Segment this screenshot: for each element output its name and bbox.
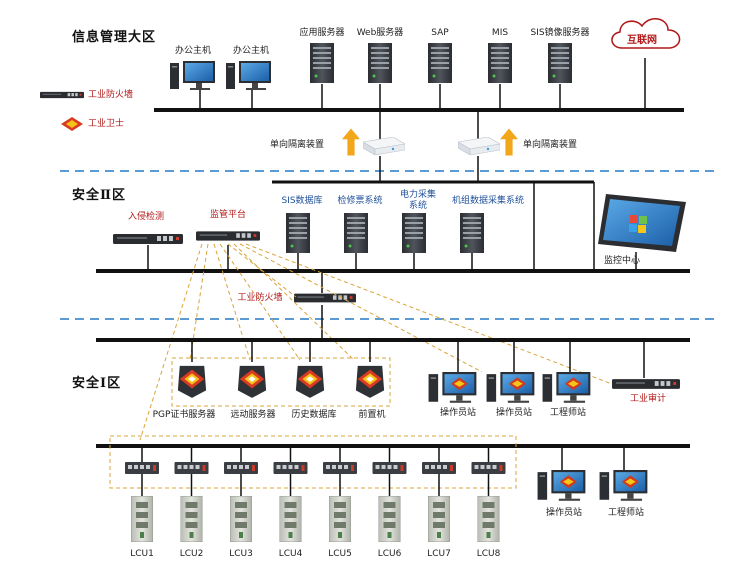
history-db-icon <box>295 365 325 398</box>
legend-firewall-icon <box>40 91 84 99</box>
unit-data-label: 机组数据采集系统 <box>451 196 525 206</box>
lcu-switch-6-icon <box>372 462 407 474</box>
internet-cloud-icon <box>611 18 681 49</box>
lcu-label-8: LCU8 <box>476 549 501 559</box>
app-server-label: 应用服务器 <box>299 28 345 38</box>
lcu-switch-7-icon <box>422 462 456 474</box>
power-collect-label: 电力采集系统 <box>399 190 436 211</box>
lcu-switch-1-icon <box>125 462 159 474</box>
industrial-audit-icon <box>612 379 680 389</box>
legend-firewall-label: 工业防火墙 <box>88 90 134 100</box>
zone-firewall-label: 工业防火墙 <box>237 293 283 303</box>
office-host-1-label: 办公主机 <box>174 46 212 56</box>
sap-server-label: SAP <box>431 28 449 38</box>
lcu-cabinet-4-icon <box>279 496 302 542</box>
lcu-cabinet-2-icon <box>180 496 203 542</box>
lcu-switch-8-icon <box>471 462 506 474</box>
legend-guard-label: 工业卫士 <box>88 119 125 129</box>
app-server-icon <box>310 43 334 83</box>
isolation-device-2-label: 单向隔离装置 <box>523 140 578 150</box>
front-end-processor-icon <box>355 365 385 398</box>
lcu-cabinet-1-icon <box>131 496 153 542</box>
lcu-label-5: LCU5 <box>328 549 352 559</box>
operator-station-2-icon <box>486 372 535 403</box>
lcu-label-4: LCU4 <box>278 549 303 559</box>
unit-data-server-icon <box>460 213 484 253</box>
intrusion-detection-icon <box>113 234 183 244</box>
sap-server-icon <box>428 43 452 83</box>
mis-server-label: MIS <box>491 28 509 38</box>
lower-engineer-station-label: 工程师站 <box>607 508 645 518</box>
monitor-platform-icon <box>196 231 260 241</box>
operator-station-2-label: 操作员站 <box>495 408 533 418</box>
lcu-cabinet-5-icon <box>329 496 351 542</box>
lcu-switch-2-icon <box>174 462 209 474</box>
monitoring-links <box>139 243 613 441</box>
isolation-device-1-label: 单向隔离装置 <box>270 140 325 150</box>
operator-station-1-label: 操作员站 <box>439 408 477 418</box>
isolation-arrow-1-icon <box>342 128 360 156</box>
monitor-center-tablet-icon <box>598 194 686 252</box>
front-end-processor-label: 前置机 <box>358 410 386 420</box>
lcu-cabinet-8-icon <box>477 496 500 542</box>
ticket-system-server-icon <box>344 213 368 253</box>
engineer-station-icon <box>542 372 591 403</box>
lcu-switch-5-icon <box>323 462 357 474</box>
industrial-audit-label: 工业审计 <box>629 394 667 404</box>
lcu-switch-3-icon <box>224 462 258 474</box>
web-server-icon <box>368 43 392 83</box>
office-host-2-icon <box>226 61 271 90</box>
lcu-label-6: LCU6 <box>377 549 402 559</box>
telecontrol-server-label: 远动服务器 <box>230 410 276 420</box>
lcu-label-7: LCU7 <box>427 549 451 559</box>
isolation-arrow-2-icon <box>500 128 518 156</box>
operator-station-1-icon <box>428 372 477 403</box>
lower-operator-station-icon <box>537 470 586 501</box>
pgp-cert-server-label: PGP证书服务器 <box>152 410 216 420</box>
lcu-label-2: LCU2 <box>179 549 204 559</box>
lcu-cabinet-3-icon <box>230 496 252 542</box>
zone-title-safety2: 安全Ⅱ区 <box>72 188 126 203</box>
isolation-device-2-icon <box>458 137 500 155</box>
monitor-center-label: 监控中心 <box>603 256 641 266</box>
ticket-system-label: 检修票系统 <box>337 196 383 206</box>
lower-engineer-station-icon <box>599 470 648 501</box>
sis-mirror-server-icon <box>548 43 572 83</box>
mis-server-icon <box>488 43 512 83</box>
intrusion-detection-label: 入侵检测 <box>127 212 165 222</box>
lower-operator-station-label: 操作员站 <box>545 508 583 518</box>
engineer-station-label: 工程师站 <box>549 408 587 418</box>
zone-title-safety1: 安全Ⅰ区 <box>72 376 122 391</box>
office-host-2-label: 办公主机 <box>232 46 270 56</box>
telecontrol-server-icon <box>237 365 267 398</box>
lcu-cabinet-7-icon <box>428 496 450 542</box>
lcu-cabinet-6-icon <box>378 496 401 542</box>
web-server-label: Web服务器 <box>356 28 404 38</box>
office-host-1-icon <box>170 61 215 90</box>
power-collect-server-icon <box>402 213 426 253</box>
lcu-label-3: LCU3 <box>229 549 253 559</box>
zone-title-info: 信息管理大区 <box>72 30 157 45</box>
sis-mirror-server-label: SIS镜像服务器 <box>530 28 590 38</box>
zone-firewall-icon <box>294 293 356 303</box>
lcu-label-1: LCU1 <box>130 549 154 559</box>
lcu-switch-4-icon <box>273 462 308 474</box>
sis-db-server-icon <box>286 213 310 253</box>
monitor-platform-label: 监管平台 <box>209 210 247 220</box>
lcu-group <box>125 446 506 542</box>
pgp-cert-server-icon <box>177 365 207 398</box>
isolation-device-1-icon <box>363 137 405 155</box>
sis-db-label: SIS数据库 <box>281 196 323 206</box>
internet-label: 互联网 <box>627 35 657 46</box>
history-db-label: 历史数据库 <box>291 410 337 420</box>
